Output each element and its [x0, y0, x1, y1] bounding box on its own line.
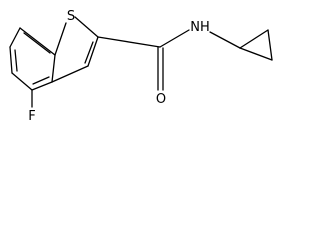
- bond-c4-c3a-inner: [32, 76, 50, 85]
- bond-c7-c6: [9, 27, 21, 48]
- nitrogen-hydrogen-atom-label: NH: [190, 20, 210, 35]
- molecule-drawing: S NH O F: [9, 9, 273, 124]
- bond-c5-c4: [11, 72, 33, 91]
- bond-cyclopropyl-a: [239, 29, 269, 49]
- fluorine-atom-label: F: [28, 109, 35, 124]
- bond-n-cyclopropyl: [209, 31, 241, 49]
- bond-c3-c3a: [51, 65, 89, 83]
- bond-c7a-c7: [19, 27, 56, 56]
- structure-canvas: S NH O F: [0, 0, 277, 131]
- bond-c2-carbonyl: [97, 36, 161, 48]
- bond-c6-c5: [9, 46, 13, 74]
- bond-c3a-c7a: [51, 54, 56, 83]
- bond-c7a-s: [54, 22, 67, 56]
- bond-c2-c3: [87, 36, 99, 67]
- sulfur-atom-label: S: [67, 9, 75, 24]
- bond-cyclopropyl-b: [267, 29, 273, 61]
- bond-c7a-c7-inner: [23, 32, 51, 54]
- bond-carbonyl-n: [159, 29, 190, 48]
- bond-s-c2: [74, 16, 99, 38]
- bond-c6-c5-inner: [14, 49, 18, 72]
- bond-cyclopropyl-c: [239, 47, 273, 61]
- oxygen-atom-label: O: [156, 92, 166, 107]
- bond-c4-c3a: [31, 81, 53, 91]
- bond-c2-c3-inner: [84, 41, 94, 64]
